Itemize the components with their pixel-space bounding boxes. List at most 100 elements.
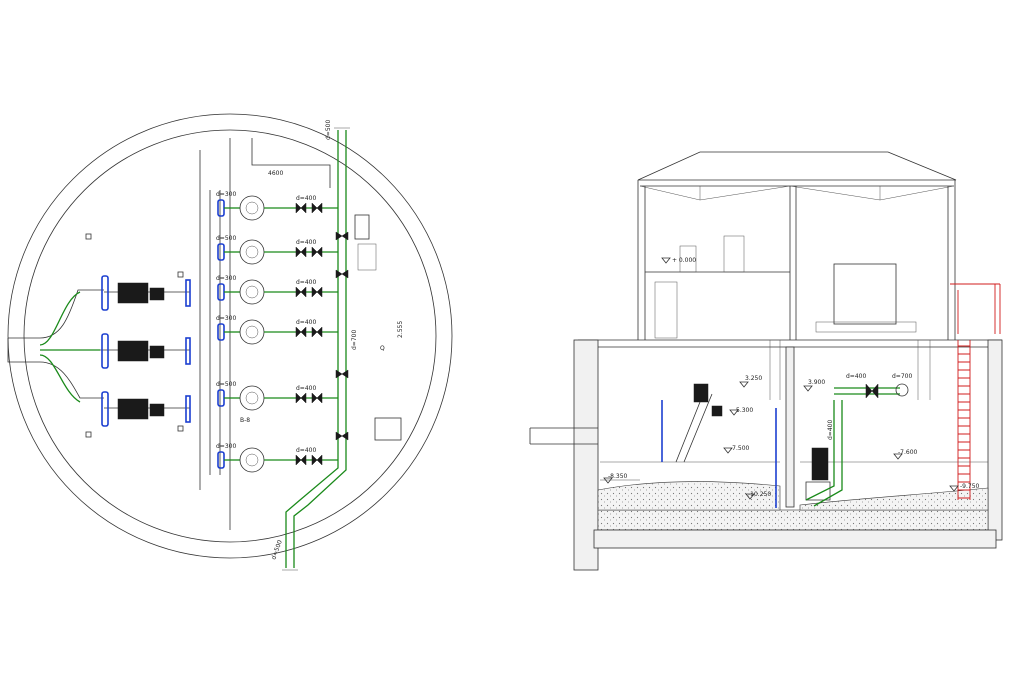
stair-core xyxy=(769,340,931,400)
inlet-size-label: d=500 xyxy=(216,381,236,388)
level-l6: -8.350 xyxy=(608,473,628,480)
base-slab xyxy=(597,509,989,531)
submersible-pump xyxy=(811,447,829,481)
marker-square xyxy=(177,271,184,278)
foundation xyxy=(593,529,997,549)
label-header-top: d=400 xyxy=(846,373,866,380)
label-tag-b: B-8 xyxy=(240,417,250,424)
roof-outline xyxy=(637,151,957,187)
inlet-size-label: d=300 xyxy=(216,315,236,322)
check-valve xyxy=(295,392,307,404)
inlet-valve-2 xyxy=(217,243,225,261)
pump-impeller xyxy=(245,453,259,467)
pump-impeller xyxy=(245,245,259,259)
ground-slab xyxy=(578,339,1002,348)
marker-square xyxy=(85,431,92,438)
pump-impeller xyxy=(245,391,259,405)
pump-volute xyxy=(239,195,265,221)
railing xyxy=(815,321,917,333)
roof-truss xyxy=(639,185,955,201)
label-dim-side: 2.555 xyxy=(397,321,404,338)
upper-walls xyxy=(637,180,956,340)
plan-view: d=300d=400d=500d=400d=300d=400d=300d=400… xyxy=(7,113,453,571)
pump-row-5: d=500 d=400 xyxy=(216,381,338,411)
pump-volute xyxy=(239,385,265,411)
check-valve xyxy=(295,326,307,338)
label-pipe-top: d=500 xyxy=(325,120,332,140)
right-wall xyxy=(987,339,1003,541)
gate-valve xyxy=(311,454,323,466)
outlet-size-label: d=400 xyxy=(296,279,316,286)
inlet-pipe xyxy=(529,427,598,445)
hatch-opening xyxy=(374,417,402,441)
main-header-outline xyxy=(282,127,350,571)
gate-valve xyxy=(311,202,323,214)
inlet-valve-6 xyxy=(217,451,225,469)
gate-valve xyxy=(311,246,323,258)
left-pump-3 xyxy=(101,391,191,427)
label-riser: d=400 xyxy=(827,420,834,440)
plan-inner-wall xyxy=(23,129,437,543)
outlet-size-label: d=400 xyxy=(296,447,316,454)
main-header-pipe xyxy=(285,130,347,568)
mid-wall xyxy=(785,346,795,508)
level-l4: -7.500 xyxy=(730,445,750,452)
check-valve xyxy=(295,286,307,298)
inlet-size-label: d=300 xyxy=(216,191,236,198)
inlet-size-label: d=300 xyxy=(216,275,236,282)
pump-impeller xyxy=(245,325,259,339)
inlet-channel-green xyxy=(39,291,100,403)
inlet-size-label: d=300 xyxy=(216,443,236,450)
riser-pipe xyxy=(805,387,900,507)
level-l2: 3.250 xyxy=(745,375,762,382)
inlet-valve-1 xyxy=(217,199,225,217)
outlet-size-label: d=400 xyxy=(296,195,316,202)
outlet-size-label: d=400 xyxy=(296,385,316,392)
dry-pump-rows: d=300d=400d=500d=400d=300d=400d=300d=400… xyxy=(216,191,338,473)
pump-volute xyxy=(239,447,265,473)
label-dim-top: 4600 xyxy=(268,170,283,177)
pump-row-3: d=300 d=400 xyxy=(216,275,338,305)
pump-row-2: d=500 d=400 xyxy=(216,235,338,265)
gate-valve xyxy=(311,392,323,404)
stair-upper xyxy=(654,281,678,339)
pump-row-6: d=300 d=400 xyxy=(216,443,338,473)
inlet-valve-4 xyxy=(217,323,225,341)
left-wall xyxy=(573,339,599,571)
control-panel xyxy=(357,243,377,271)
label-tag-a: Q xyxy=(380,345,385,352)
label-pipe-bottom: d=500 xyxy=(270,539,284,561)
control-panel xyxy=(354,214,370,240)
left-pump-1 xyxy=(101,275,191,311)
pump-volute xyxy=(239,319,265,345)
stair-mid xyxy=(679,245,697,273)
pump-elbow xyxy=(805,481,831,501)
sediment-right xyxy=(799,487,989,511)
label-header-right: d=700 xyxy=(892,373,912,380)
inlet-valve-3 xyxy=(217,283,225,301)
section-view: + 0.000 3.250 3.900 5.300 -7.500 -7.600 … xyxy=(529,151,1003,571)
label-pipe-main: d=700 xyxy=(351,330,358,350)
screen-rake xyxy=(675,383,723,463)
red-stairs xyxy=(950,283,1001,500)
inlet-size-label: d=500 xyxy=(216,235,236,242)
inlet-valve-5 xyxy=(217,389,225,407)
check-valve xyxy=(295,454,307,466)
left-pump-2 xyxy=(101,333,191,369)
header-valve xyxy=(865,383,879,399)
level-markers: + 0.000 3.250 3.900 5.300 -7.500 -7.600 … xyxy=(603,257,980,500)
level-l3: 5.300 xyxy=(736,407,753,414)
header-valves xyxy=(335,231,349,441)
interior-walls xyxy=(199,138,331,530)
sediment-bed xyxy=(597,481,781,511)
marker-square xyxy=(177,425,184,432)
header-flange xyxy=(895,383,909,397)
inlet-channel xyxy=(7,289,104,399)
outlet-size-label: d=400 xyxy=(296,239,316,246)
level-l9: + 0.000 xyxy=(672,257,696,264)
check-valve xyxy=(295,202,307,214)
water-level-line xyxy=(600,461,988,481)
panel-board xyxy=(833,263,897,325)
